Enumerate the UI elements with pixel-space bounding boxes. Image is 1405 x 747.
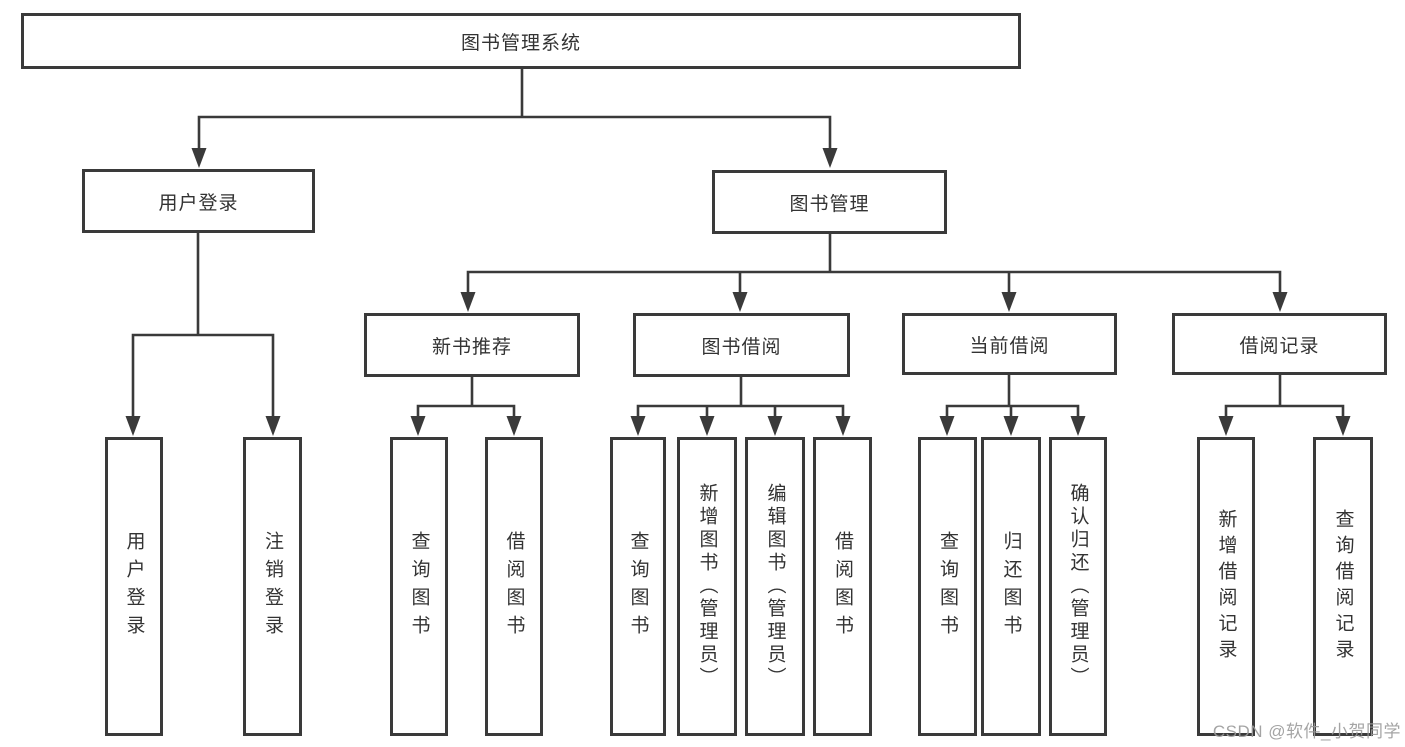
arrowhead-icon bbox=[1001, 292, 1017, 312]
node-label: 图书借阅 bbox=[701, 336, 782, 358]
node-confirm-return-admin: 确认归还（管理员） bbox=[1049, 437, 1107, 736]
node-borrow-books-2: 借阅图书 bbox=[813, 437, 872, 736]
node-label: 借阅图书 bbox=[503, 530, 525, 643]
node-query-books-3: 查询图书 bbox=[918, 437, 977, 736]
node-label: 当前借阅 bbox=[969, 335, 1050, 357]
node-root-system: 图书管理系统 bbox=[21, 13, 1021, 69]
arrowhead-icon bbox=[939, 416, 955, 436]
node-label: 编辑图书（管理员） bbox=[764, 483, 786, 690]
node-label: 查询图书 bbox=[937, 530, 958, 643]
node-label: 新书推荐 bbox=[431, 336, 512, 358]
node-label: 借阅记录 bbox=[1239, 335, 1320, 357]
node-book-management: 图书管理 bbox=[712, 170, 947, 234]
node-borrow-books-1: 借阅图书 bbox=[485, 437, 543, 736]
connector bbox=[416, 404, 516, 418]
arrowhead-icon bbox=[767, 416, 783, 436]
node-user-login-leaf: 用户登录 bbox=[105, 437, 163, 736]
node-label: 图书管理系统 bbox=[460, 32, 581, 54]
node-book-borrow: 图书借阅 bbox=[633, 313, 850, 377]
csdn-watermark: CSDN @软件_小贺同学 bbox=[1212, 722, 1401, 741]
connector bbox=[636, 404, 845, 418]
arrowhead-icon bbox=[191, 148, 207, 168]
node-label: 查询图书 bbox=[408, 530, 430, 643]
arrowhead-icon bbox=[410, 416, 426, 436]
connector bbox=[466, 270, 1282, 294]
arrowhead-icon bbox=[1272, 292, 1288, 312]
node-add-book-admin: 新增图书（管理员） bbox=[677, 437, 737, 736]
arrowhead-icon bbox=[630, 416, 646, 436]
connector bbox=[131, 333, 275, 418]
arrowhead-icon bbox=[1070, 416, 1086, 436]
node-query-books-1: 查询图书 bbox=[390, 437, 448, 736]
node-query-borrow-record: 查询借阅记录 bbox=[1313, 437, 1373, 736]
node-label: 图书管理 bbox=[789, 193, 870, 215]
arrowhead-icon bbox=[822, 148, 838, 168]
connector bbox=[945, 404, 1080, 418]
node-add-borrow-record: 新增借阅记录 bbox=[1197, 437, 1255, 736]
arrowhead-icon bbox=[506, 416, 522, 436]
node-label: 确认归还（管理员） bbox=[1067, 483, 1089, 690]
connector bbox=[197, 115, 832, 150]
node-borrow-records: 借阅记录 bbox=[1172, 313, 1387, 375]
arrowhead-icon bbox=[1218, 416, 1234, 436]
node-label: 新增图书（管理员） bbox=[696, 483, 718, 690]
arrowhead-icon bbox=[265, 416, 281, 436]
node-user-login: 用户登录 bbox=[82, 169, 315, 233]
arrowhead-icon bbox=[732, 292, 748, 312]
arrowhead-icon bbox=[460, 292, 476, 312]
arrowhead-icon bbox=[1003, 416, 1019, 436]
node-label: 用户登录 bbox=[123, 530, 145, 643]
arrowhead-icon bbox=[699, 416, 715, 436]
arrowhead-icon bbox=[835, 416, 851, 436]
arrowhead-icon bbox=[1335, 416, 1351, 436]
node-label: 用户登录 bbox=[158, 192, 239, 214]
node-label: 查询借阅记录 bbox=[1332, 508, 1354, 665]
node-new-book-recommend: 新书推荐 bbox=[364, 313, 580, 377]
node-label: 注销登录 bbox=[262, 530, 283, 643]
node-return-books: 归还图书 bbox=[981, 437, 1041, 736]
node-label: 查询图书 bbox=[627, 530, 649, 643]
node-label: 新增借阅记录 bbox=[1215, 508, 1237, 665]
node-label: 借阅图书 bbox=[832, 530, 853, 643]
connector bbox=[1224, 404, 1345, 418]
node-label: 归还图书 bbox=[1000, 530, 1022, 643]
node-logout: 注销登录 bbox=[243, 437, 302, 736]
node-edit-book-admin: 编辑图书（管理员） bbox=[745, 437, 805, 736]
node-current-borrow: 当前借阅 bbox=[902, 313, 1117, 375]
node-query-books-2: 查询图书 bbox=[610, 437, 666, 736]
arrowhead-icon bbox=[125, 416, 141, 436]
